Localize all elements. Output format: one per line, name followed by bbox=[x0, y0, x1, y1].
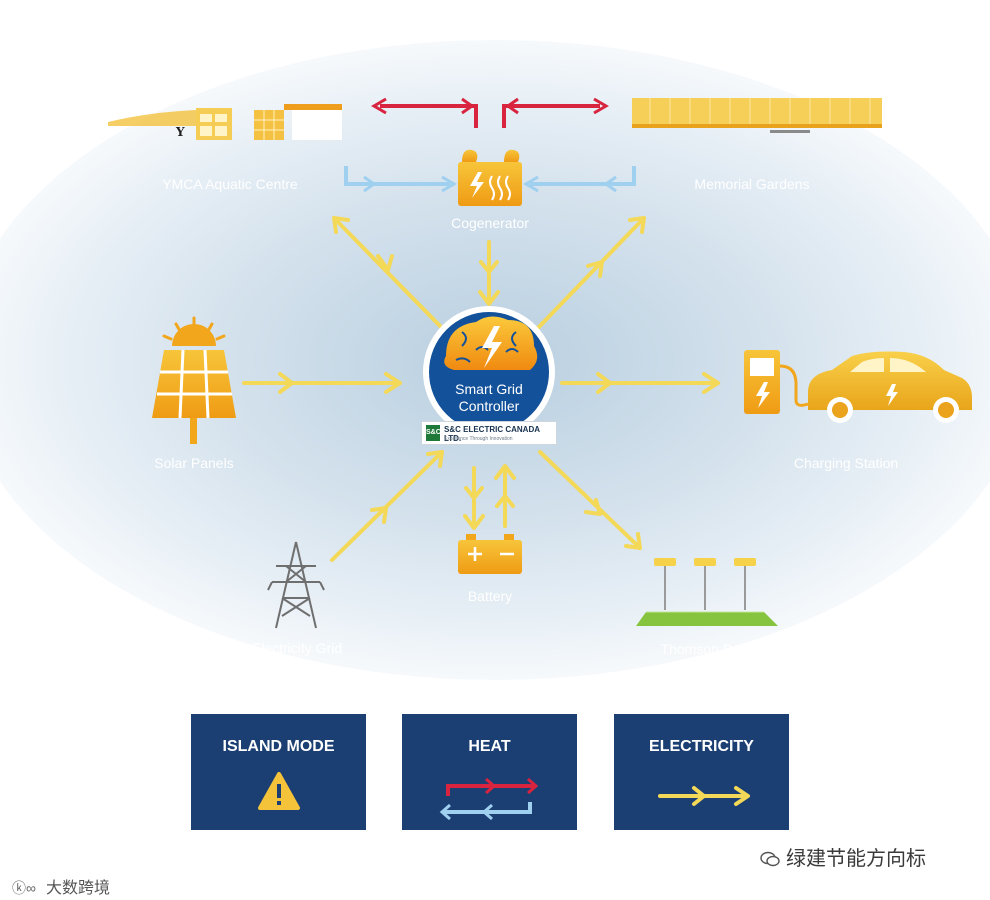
label-solar-panels: Solar Panels bbox=[154, 455, 234, 471]
label-thomson-park: Thomson Park bbox=[660, 641, 752, 657]
stadium-light-center bbox=[694, 558, 716, 610]
label-aquatic-centre: YMCA Aquatic Centre bbox=[162, 176, 298, 192]
legend-electricity: ELECTRICITY bbox=[614, 714, 789, 830]
wechat-icon bbox=[760, 851, 780, 867]
svg-text:Y: Y bbox=[175, 125, 185, 139]
heat-return-from-gardens bbox=[523, 166, 636, 193]
company-logo: S&C bbox=[426, 425, 441, 441]
electricity-arrow-controller-to-charging bbox=[560, 372, 720, 394]
heat-return-arrow-icon bbox=[439, 802, 532, 821]
park-field-icon bbox=[636, 558, 778, 626]
source-logo-icon: ⓚ∞ bbox=[12, 880, 36, 896]
label-cogenerator: Cogenerator bbox=[451, 215, 529, 231]
battery-icon bbox=[458, 534, 522, 574]
electricity-arrow-controller-to-gardens bbox=[534, 216, 646, 332]
label-charging-station: Charging Station bbox=[793, 455, 899, 471]
watermark-wechat-text: 绿建节能方向标 bbox=[786, 848, 926, 870]
legend-heat: HEAT bbox=[402, 714, 577, 830]
controller-title: Smart Grid Controller bbox=[429, 381, 549, 415]
controller-title-line2: Controller bbox=[458, 398, 520, 414]
company-name: S&C ELECTRIC CANADA LTD. bbox=[444, 425, 540, 443]
watermark-wechat: 绿建节能方向标 bbox=[760, 842, 926, 871]
electricity-arrow-cogenerator-to-controller bbox=[478, 240, 500, 306]
electric-car-icon bbox=[808, 351, 972, 423]
charging-station-icon bbox=[744, 350, 809, 414]
heat-supply-arrow-icon bbox=[446, 777, 539, 796]
electricity-arrow-icon bbox=[658, 786, 750, 806]
solar-panels-icon bbox=[152, 316, 236, 444]
heat-arrows-icon bbox=[439, 777, 539, 821]
stadium-light-left bbox=[654, 558, 676, 610]
label-electricity-grid: Electricity Grid bbox=[251, 640, 343, 656]
heat-return-from-aquatic bbox=[344, 166, 457, 193]
smart-grid-controller-icon bbox=[423, 306, 555, 438]
electricity-arrow-solar-to-controller bbox=[242, 372, 402, 394]
label-memorial-gardens: Memorial Gardens bbox=[694, 176, 810, 192]
cogenerator-icon bbox=[458, 149, 522, 206]
watermark-source-text: 大数跨境 bbox=[46, 880, 111, 897]
electricity-tower-icon bbox=[267, 541, 325, 629]
heat-arrow-to-aquatic bbox=[371, 97, 478, 128]
electricity-arrow-controller-to-aquatic bbox=[332, 216, 446, 332]
heat-arrow-to-gardens bbox=[502, 97, 609, 128]
legend-electricity-title: ELECTRICITY bbox=[649, 738, 754, 755]
legend-island-mode: ISLAND MODE bbox=[191, 714, 366, 830]
warning-icon bbox=[258, 772, 300, 810]
building-aquatic-centre-icon: Y bbox=[108, 104, 342, 140]
legend-island-mode-title: ISLAND MODE bbox=[222, 738, 335, 755]
electricity-arrow-battery-to-controller bbox=[494, 464, 516, 528]
electricity-arrow-controller-to-park bbox=[538, 450, 642, 550]
electricity-arrow-grid-to-controller bbox=[330, 450, 444, 562]
electricity-arrow-controller-to-battery bbox=[463, 466, 485, 530]
stadium-light-right bbox=[734, 558, 756, 610]
watermark-source: ⓚ∞ 大数跨境 bbox=[12, 874, 110, 898]
legend-heat-title: HEAT bbox=[468, 738, 511, 755]
controller-title-line1: Smart Grid bbox=[455, 381, 523, 397]
company-tagline: Excellence Through Innovation bbox=[444, 436, 513, 442]
label-battery: Battery bbox=[467, 588, 513, 604]
company-badge: S&C S&C ELECTRIC CANADA LTD. Excellence … bbox=[421, 421, 557, 445]
building-memorial-gardens-icon bbox=[632, 98, 882, 133]
